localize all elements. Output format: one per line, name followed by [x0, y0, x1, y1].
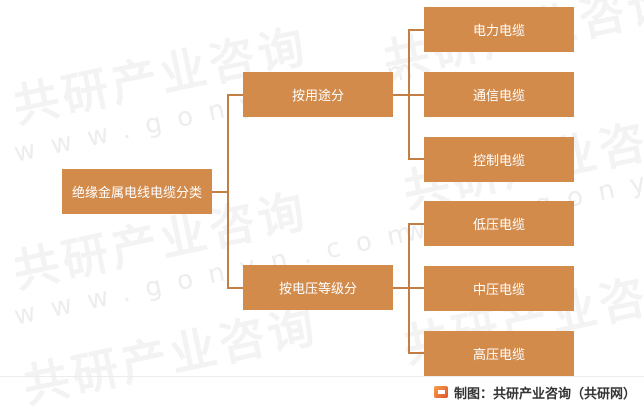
footer-source: 制图：共研产业咨询（共研网） — [433, 383, 636, 402]
leaf-node-power-cable: 电力电缆 — [424, 7, 574, 52]
branch-node-by-voltage: 按电压等级分 — [243, 265, 393, 310]
leaf-node-label: 通信电缆 — [472, 89, 525, 104]
leaf-node-control-cable: 控制电缆 — [424, 137, 574, 182]
branch-node-label: 按电压等级分 — [278, 282, 357, 297]
root-node-label: 绝缘金属电线电缆分类 — [71, 186, 202, 201]
leaf-node-label: 低压电缆 — [472, 218, 525, 233]
footer-divider — [0, 376, 644, 377]
leaf-node-label: 控制电缆 — [472, 154, 525, 169]
connector-to-branch-1 — [227, 94, 243, 96]
branch-node-by-usage: 按用途分 — [243, 72, 393, 117]
footer-source-text: 制图：共研产业咨询（共研网） — [453, 386, 636, 402]
leaf-node-high-voltage-cable: 高压电缆 — [424, 331, 574, 376]
connector-to-leaf-6 — [408, 352, 424, 354]
connector-to-leaf-3 — [408, 158, 424, 160]
branch-node-label: 按用途分 — [291, 89, 344, 104]
root-node: 绝缘金属电线电缆分类 — [62, 169, 212, 214]
connector-to-leaf-4 — [408, 223, 424, 225]
connector-branch-2-out — [393, 287, 409, 289]
connector-root-vertical — [227, 94, 229, 289]
connector-root-out — [212, 191, 228, 193]
connector-to-leaf-2 — [408, 94, 424, 96]
leaf-node-communication-cable: 通信电缆 — [424, 72, 574, 117]
leaf-node-label: 中压电缆 — [472, 283, 525, 298]
leaf-node-label: 高压电缆 — [472, 348, 525, 363]
connector-to-leaf-5 — [408, 287, 424, 289]
connector-branch-1-out — [393, 94, 409, 96]
connector-to-branch-2 — [227, 287, 243, 289]
connector-to-leaf-1 — [408, 29, 424, 31]
leaf-node-label: 电力电缆 — [472, 24, 525, 39]
leaf-node-medium-voltage-cable: 中压电缆 — [424, 266, 574, 311]
gonyn-logo-icon — [433, 386, 448, 398]
leaf-node-low-voltage-cable: 低压电缆 — [424, 201, 574, 246]
